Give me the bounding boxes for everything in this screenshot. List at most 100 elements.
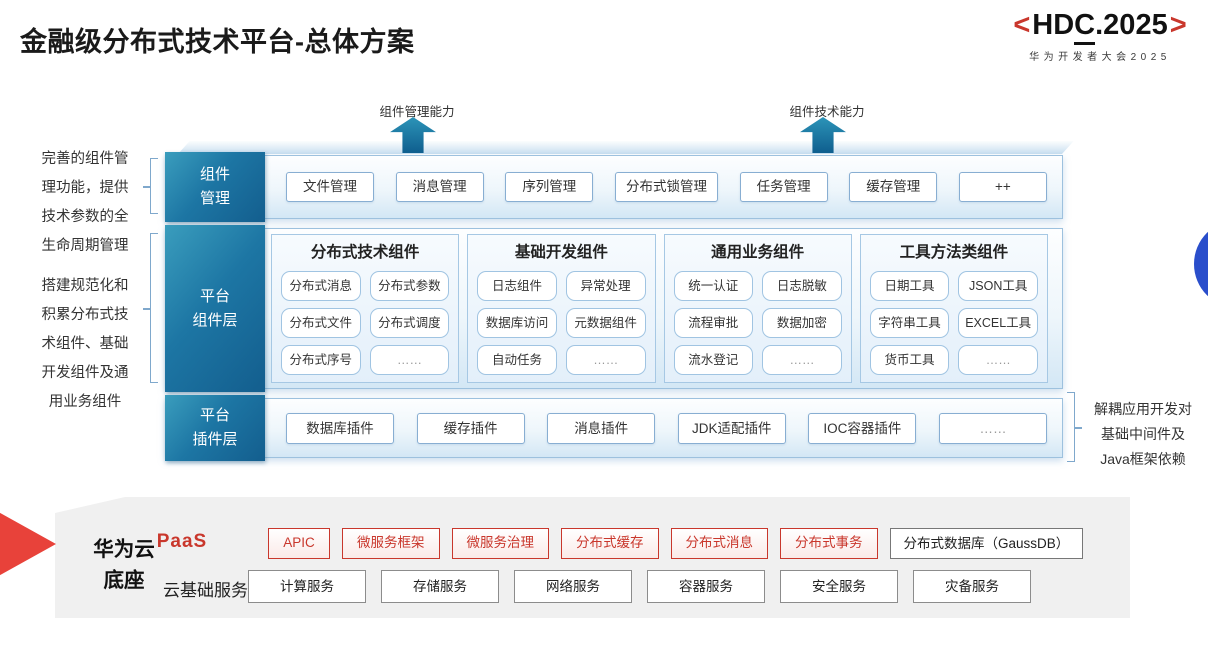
cloud-service-button[interactable]: 网络服务 [514,570,632,603]
component-pill[interactable]: 元数据组件 [565,308,646,338]
cloud-service-button[interactable]: 灾备服务 [913,570,1031,603]
group-basic-dev: 基础开发组件 日志组件异常处理数据库访问元数据组件自动任务 …… [467,234,656,383]
bracket-tick [1075,427,1082,429]
paas-service-button[interactable]: 分布式事务 [780,528,878,559]
plugin-item-button[interactable]: IOC容器插件 [808,412,917,444]
page-title: 金融级分布式技术平台-总体方案 [20,27,415,57]
component-pill[interactable]: JSON工具 [958,271,1038,301]
component-pill[interactable]: 分布式消息 [281,271,361,301]
plugin-item-button[interactable]: JDK适配插件 [677,412,786,444]
component-pill[interactable]: 流程审批 [673,308,754,338]
group-common-business: 通用业务组件 统一认证日志脱敏流程审批数据加密流水登记 …… [663,234,852,383]
group-title: 基础开发组件 [514,244,608,261]
logo-subtitle: 华为开发者大会2025 [1029,52,1171,63]
component-pill[interactable]: 分布式文件 [281,308,361,338]
plugin-item-button[interactable]: 消息插件 [547,412,656,444]
edge-circle-decoration [1194,220,1208,308]
plugin-item-button[interactable]: …… [938,412,1047,444]
paas-service-button[interactable]: 分布式缓存 [561,528,659,559]
component-pill[interactable]: EXCEL工具 [958,308,1038,338]
logo-year: .2025 [1095,9,1168,41]
layer-label-component-management: 组件 管理 [165,152,265,222]
cloud-services-label: 云基础服务 [163,581,248,600]
group-items: 统一认证日志脱敏流程审批数据加密流水登记 …… [673,271,842,375]
group-title: 工具方法类组件 [899,244,1009,261]
cloud-service-button[interactable]: 计算服务 [248,570,366,603]
component-pill[interactable]: 分布式参数 [369,271,450,301]
component-pill[interactable]: 异常处理 [565,271,646,301]
group-items: 日志组件异常处理数据库访问元数据组件自动任务 …… [477,271,646,375]
paas-service-button[interactable]: 微服务治理 [451,528,549,559]
annotation-components: 搭建规范化和 积累分布式技 术组件、基础 开发组件及通 用业务组件 [41,278,129,410]
component-pill[interactable]: 分布式序号 [281,345,361,375]
bracket-row3 [1067,392,1075,462]
group-items: 日期工具 JSON工具字符串工具 EXCEL工具货币工具 …… [869,271,1038,375]
component-pill[interactable]: 数据库访问 [477,308,557,338]
red-arrow-icon [0,504,56,584]
component-pill[interactable]: …… [565,345,646,375]
annotation-management: 完善的组件管 理功能，提供 技术参数的全 生命周期管理 [41,151,129,254]
layer-label-platform-plugins: 平台 插件层 [165,395,265,461]
bracket-row2 [150,233,158,383]
group-title: 通用业务组件 [711,244,805,261]
component-groups: 分布式技术组件 分布式消息分布式参数分布式文件分布式调度分布式序号 …… 基础开发… [271,234,1048,383]
layer-platform-plugins: 平台 插件层 数据库插件缓存插件消息插件 JDK适配插件 IOC容器插件 …… [165,395,1063,461]
bracket-row1 [150,158,158,214]
component-pill[interactable]: 统一认证 [673,271,754,301]
stack-top-face [178,141,1074,154]
bracket-tick [143,186,150,188]
paas-red-services: APIC 微服务框架微服务治理分布式缓存分布式消息分布式事务 [268,528,878,559]
cloud-service-button[interactable]: 容器服务 [647,570,765,603]
management-item-button[interactable]: ++ [958,172,1047,202]
management-item-button[interactable]: 序列管理 [505,172,594,202]
capability-label-technical: 组件技术能力 [789,105,865,119]
layer-component-management: 组件 管理 文件管理消息管理序列管理分布式锁管理任务管理缓存管理 ++ [165,152,1063,222]
management-item-button[interactable]: 分布式锁管理 [614,172,718,202]
paas-service-button[interactable]: APIC [268,528,330,559]
component-pill[interactable]: 流水登记 [673,345,754,375]
management-item-button[interactable]: 消息管理 [395,172,484,202]
logo-left-bracket: < [1013,9,1031,41]
group-title: 分布式技术组件 [310,244,420,261]
plugin-items: 数据库插件缓存插件消息插件 JDK适配插件 IOC容器插件 …… [286,399,1047,457]
layer-label-platform-components: 平台 组件层 [165,225,265,392]
cloud-services: 计算服务存储服务网络服务容器服务安全服务灾备服务 [248,570,1031,603]
component-pill[interactable]: 日志脱敏 [762,271,842,301]
component-pill[interactable]: 货币工具 [869,345,950,375]
paas-services: APIC 微服务框架微服务治理分布式缓存分布式消息分布式事务 分布式数据库（Gau… [268,528,1084,559]
bracket-tick [143,308,150,310]
plugin-item-button[interactable]: 缓存插件 [416,412,525,444]
component-pill[interactable]: …… [958,345,1038,375]
plugin-item-button[interactable]: 数据库插件 [286,412,394,444]
component-pill[interactable]: …… [762,345,842,375]
management-item-button[interactable]: 文件管理 [286,172,374,202]
component-pill[interactable]: 自动任务 [477,345,557,375]
layer-platform-components: 平台 组件层 分布式技术组件 分布式消息分布式参数分布式文件分布式调度分布式序号… [165,225,1063,392]
logo-right-bracket: > [1169,9,1187,41]
component-pill[interactable]: 分布式调度 [369,308,450,338]
group-items: 分布式消息分布式参数分布式文件分布式调度分布式序号 …… [281,271,450,375]
component-pill[interactable]: …… [369,345,450,375]
paas-label: PaaS [156,531,208,552]
cloud-service-button[interactable]: 安全服务 [780,570,898,603]
logo-hdc-c-underlined: C [1074,8,1096,45]
component-pill[interactable]: 字符串工具 [869,308,950,338]
paas-service-button[interactable]: 分布式消息 [670,528,768,559]
component-pill[interactable]: 日期工具 [869,271,950,301]
group-utility-tools: 工具方法类组件 日期工具 JSON工具字符串工具 EXCEL工具货币工具 …… [859,234,1048,383]
group-distributed-tech: 分布式技术组件 分布式消息分布式参数分布式文件分布式调度分布式序号 …… [271,234,460,383]
foundation-label: 华为云 底座 [93,538,155,592]
gaussdb-button[interactable]: 分布式数据库（GaussDB） [889,528,1084,559]
management-item-button[interactable]: 缓存管理 [849,172,938,202]
component-pill[interactable]: 日志组件 [477,271,557,301]
capability-label-management: 组件管理能力 [379,105,455,119]
management-item-button[interactable]: 任务管理 [739,172,828,202]
cloud-service-button[interactable]: 存储服务 [381,570,499,603]
component-pill[interactable]: 数据加密 [762,308,842,338]
logo-hdc: HD [1032,9,1075,41]
annotation-decoupling: 解耦应用开发对 基础中间件及 Java框架依赖 [1094,401,1192,467]
paas-service-button[interactable]: 微服务框架 [342,528,440,559]
